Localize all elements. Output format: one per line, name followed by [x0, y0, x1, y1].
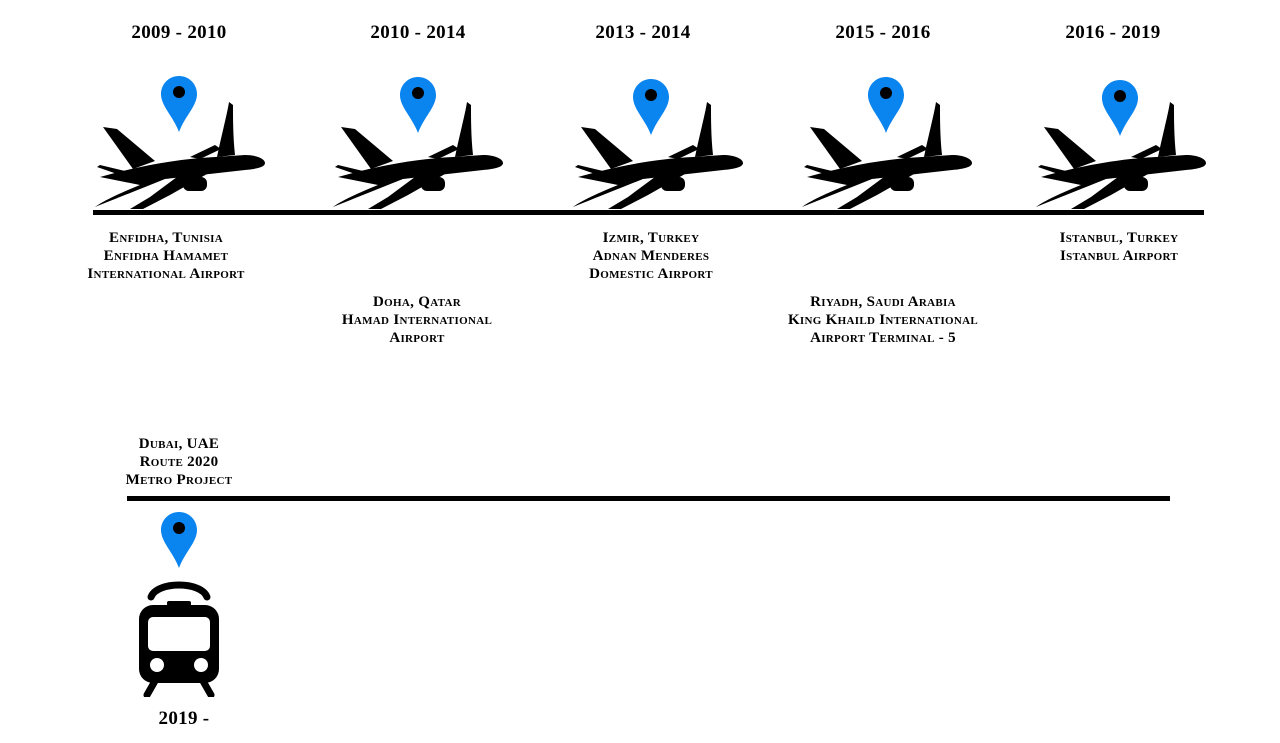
timeline-location-6: Dubai, UAE Route 2020 Metro Project — [125, 436, 233, 488]
timeline-line — [127, 496, 1170, 501]
timeline-year-6: 2019 - — [158, 708, 210, 729]
timeline-location-2: Doha, Qatar Hamad International Airport — [341, 294, 493, 346]
timeline-line — [93, 210, 1204, 215]
location-pin-icon — [400, 77, 436, 133]
timeline-location-5: Istanbul, Turkey Istanbul Airport — [1059, 230, 1179, 264]
timeline-location-3: Izmir, Turkey Adnan Menderes Domestic Ai… — [589, 230, 713, 282]
location-pin-icon — [1102, 80, 1138, 136]
timeline-year-2: 2010 - 2014 — [370, 22, 466, 43]
timeline-year-4: 2015 - 2016 — [835, 22, 931, 43]
timeline-year-1: 2009 - 2010 — [131, 22, 227, 43]
timeline-year-5: 2016 - 2019 — [1065, 22, 1161, 43]
location-pin-icon — [633, 79, 669, 135]
timeline-location-4: Riyadh, Saudi Arabia King Khaild Interna… — [787, 294, 979, 346]
location-pin-icon — [161, 512, 197, 568]
location-pin-icon — [868, 77, 904, 133]
train-icon — [139, 581, 219, 697]
location-pin-icon — [161, 76, 197, 132]
timeline-location-1: Enfidha, Tunisia Enfidha Hamamet Interna… — [87, 230, 245, 282]
timeline-year-3: 2013 - 2014 — [595, 22, 691, 43]
